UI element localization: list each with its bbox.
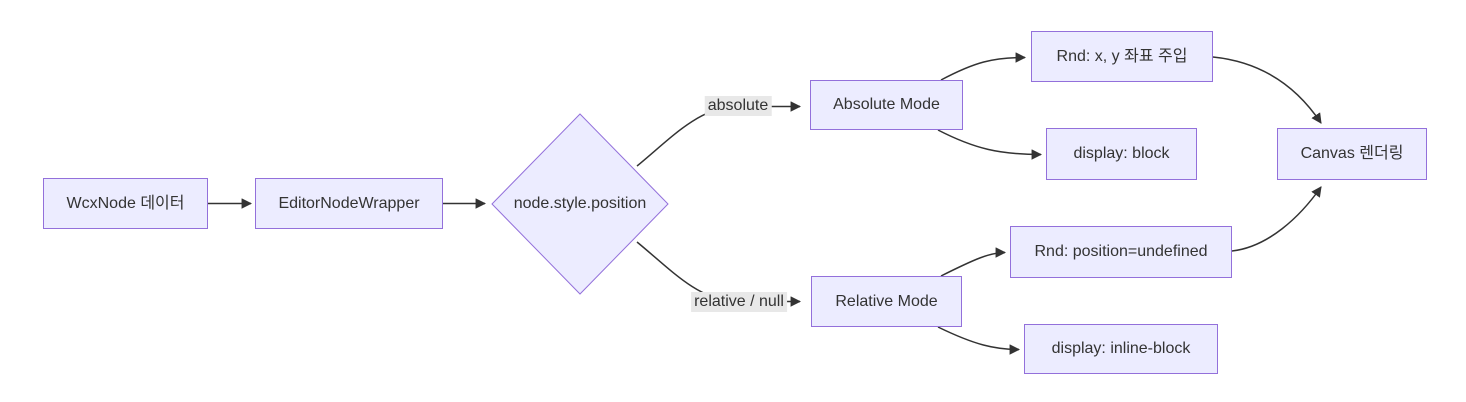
node-label: node.style.position — [513, 195, 647, 212]
node-label: WcxNode 데이터 — [66, 194, 185, 212]
node-display-block: display: block — [1046, 128, 1197, 180]
node-editor-node-wrapper: EditorNodeWrapper — [255, 178, 443, 229]
edge-absolute-mode-to-rnd-xy — [940, 52, 1027, 81]
edge-rnd-xy-to-canvas — [1212, 56, 1322, 124]
node-decision-label: node.style.position — [500, 184, 660, 224]
edge-relative-mode-to-display-inline-block — [937, 326, 1021, 355]
node-label: EditorNodeWrapper — [278, 194, 420, 212]
edge-rnd-undefined-to-canvas — [1231, 186, 1322, 252]
node-label: display: block — [1073, 145, 1170, 163]
node-wcxnode-data: WcxNode 데이터 — [43, 178, 208, 229]
node-rnd-xy-inject: Rnd: x, y 좌표 주입 — [1031, 31, 1213, 82]
node-label: Canvas 렌더링 — [1300, 145, 1404, 163]
node-absolute-mode: Absolute Mode — [810, 80, 963, 130]
edge-label-relative-null: relative / null — [691, 292, 787, 312]
node-display-inline-block: display: inline-block — [1024, 324, 1218, 374]
edge-relative-mode-to-rnd-undefined — [940, 247, 1007, 277]
edge-label-absolute: absolute — [704, 96, 772, 116]
node-label: Relative Mode — [835, 292, 938, 310]
decision-diamond-shape — [491, 113, 669, 295]
edge-absolute-mode-to-display-block — [937, 129, 1043, 160]
node-label: display: inline-block — [1051, 340, 1191, 358]
node-rnd-position-undefined: Rnd: position=undefined — [1010, 226, 1232, 278]
node-label: Rnd: x, y 좌표 주입 — [1056, 47, 1188, 65]
node-canvas-render: Canvas 렌더링 — [1277, 128, 1427, 180]
node-label: Absolute Mode — [833, 96, 940, 114]
node-relative-mode: Relative Mode — [811, 276, 962, 327]
node-label: Rnd: position=undefined — [1034, 243, 1208, 261]
